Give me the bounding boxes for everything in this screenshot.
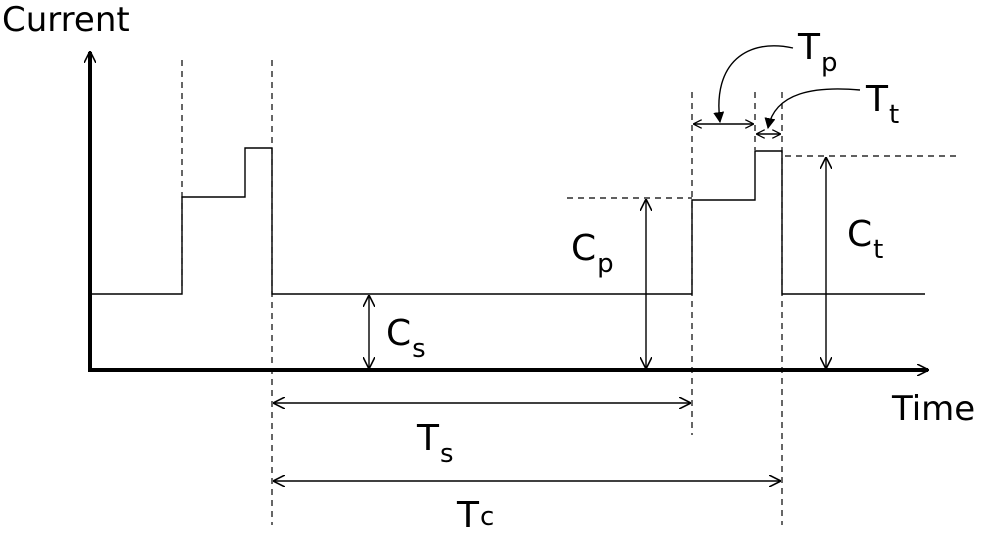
x-axis-label: Time	[891, 389, 975, 429]
current-waveform	[90, 147, 925, 295]
tt-pointer-arrow	[764, 88, 861, 130]
tp-pointer-arrow	[713, 45, 794, 124]
ts-label: Ts	[416, 418, 454, 469]
cs-label: Cs	[386, 313, 426, 364]
dashed-guides	[181, 60, 958, 525]
y-axis-label: Current	[2, 0, 130, 40]
tc-label: Tc	[456, 495, 494, 536]
dimension-arrows	[274, 124, 826, 481]
cp-label: Cp	[571, 228, 614, 279]
tt-label: Tt	[865, 79, 899, 130]
tp-label: Tp	[797, 27, 838, 78]
ct-label: Ct	[847, 214, 883, 265]
